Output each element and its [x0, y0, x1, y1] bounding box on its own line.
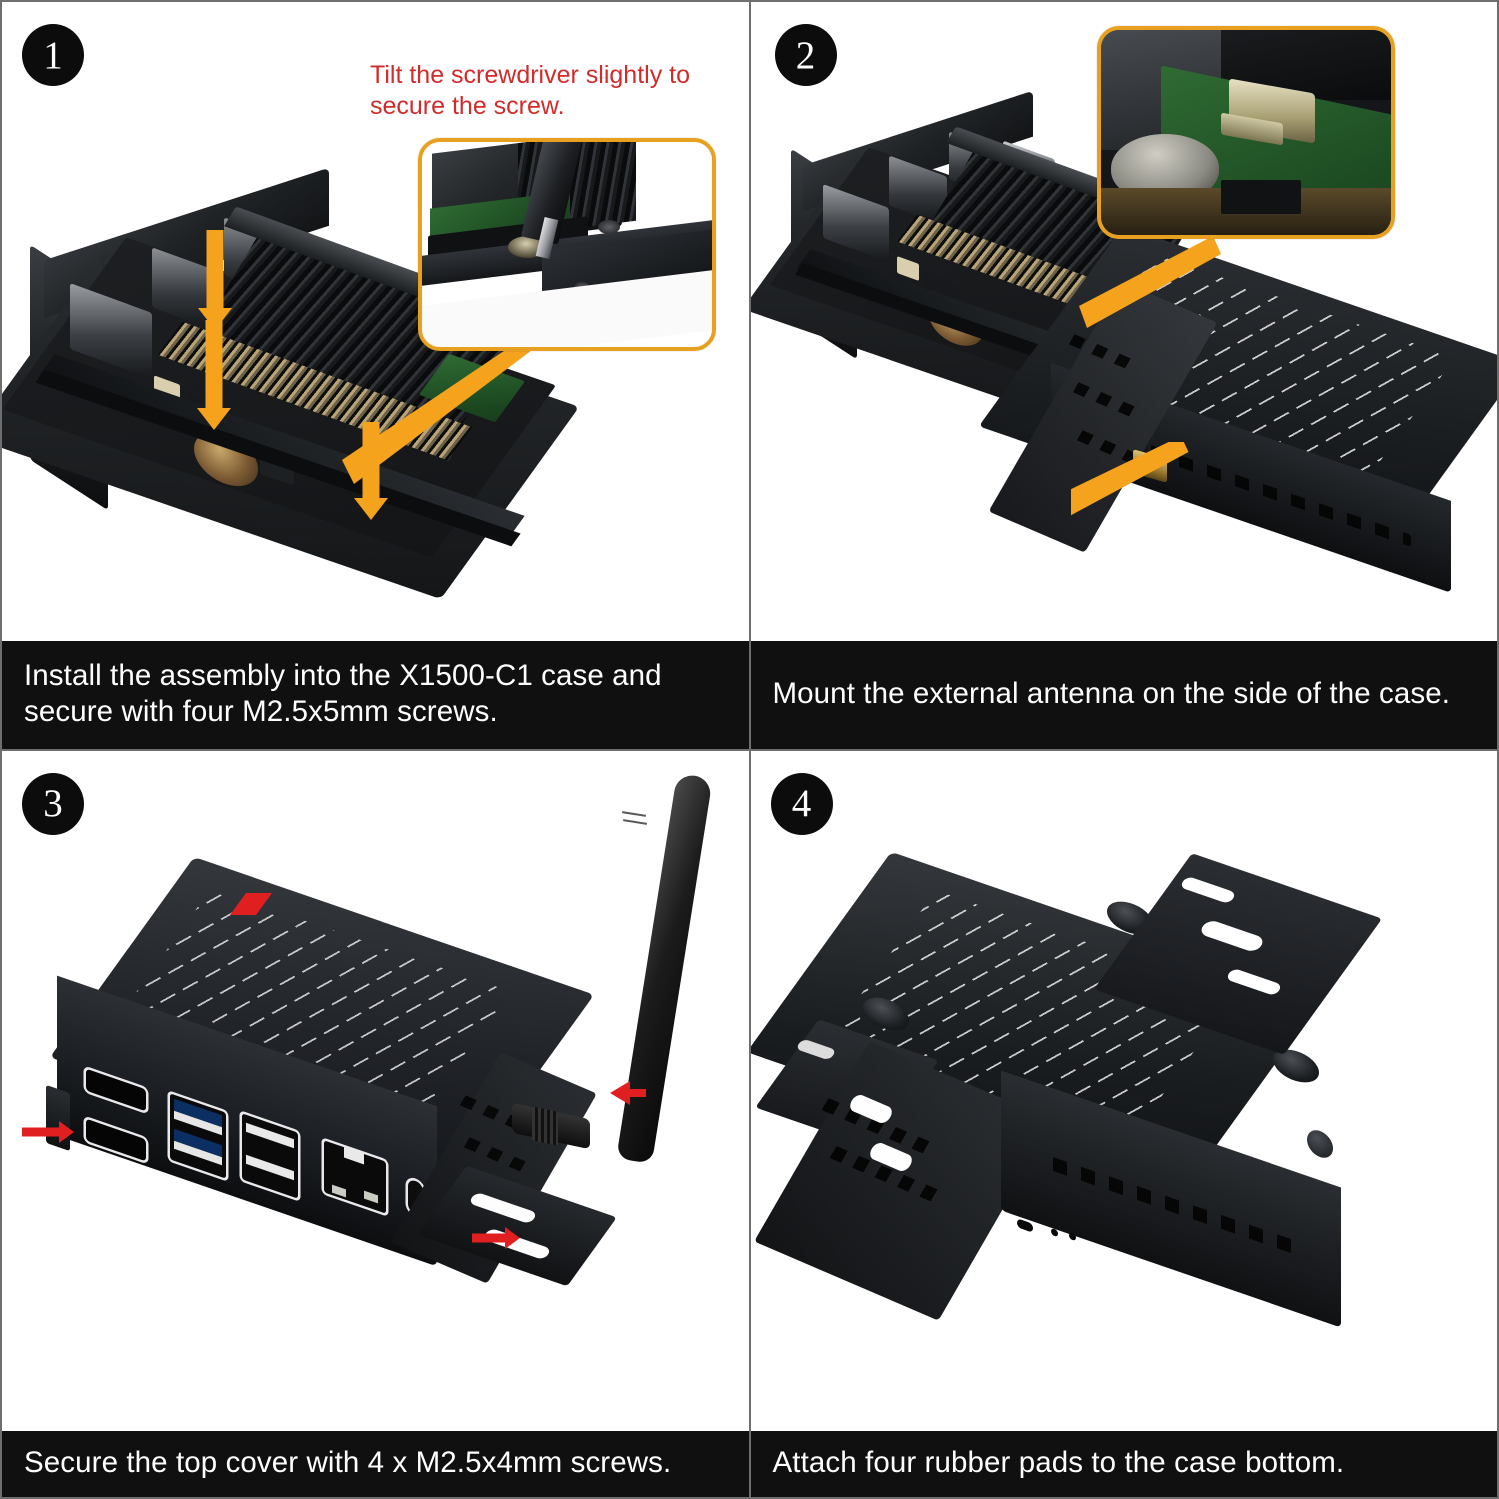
panel-step-1: 1 Tilt the screwdriver slightly to secur…	[0, 0, 750, 750]
inset-pointer-cone-2b	[1035, 436, 1201, 552]
caption-step-2: Mount the external antenna on the side o…	[750, 640, 1497, 749]
caption-text-2: Mount the external antenna on the side o…	[772, 676, 1451, 710]
arrow-cover-screw-left	[22, 1120, 74, 1143]
panel-step-2: 2	[749, 0, 1499, 750]
step-number-badge-1: 1	[22, 24, 84, 86]
caption-step-3: Secure the top cover with 4 x M2.5x4mm s…	[2, 1431, 749, 1497]
caption-text-1: Install the assembly into the X1500-C1 c…	[24, 658, 662, 728]
panel-2-image: 2	[750, 2, 1497, 641]
arrow-screw-hole-1	[198, 230, 232, 330]
caption-text-3: Secure the top cover with 4 x M2.5x4mm s…	[24, 1446, 672, 1480]
step-number-badge-2: 2	[774, 24, 837, 86]
panel-4-image: 4	[750, 751, 1498, 1432]
panel-3-image: 3	[2, 751, 749, 1432]
power-button	[1306, 1126, 1333, 1161]
inset-pointer-cone-1	[332, 332, 552, 492]
screwdriver-tip-note: Tilt the screwdriver slightly to secure …	[370, 61, 690, 120]
panel-step-4: 4	[749, 749, 1499, 1499]
panel-step-3: 3	[0, 749, 750, 1499]
caption-step-1: Install the assembly into the X1500-C1 c…	[2, 640, 749, 749]
inset-ufl-connector-closeup	[1096, 26, 1395, 239]
step-number-badge-4: 4	[770, 772, 833, 835]
step-number-badge-3: 3	[22, 772, 84, 835]
arrow-cover-screw-bottom	[472, 1226, 520, 1249]
inset-pointer-cone-2a	[1073, 228, 1223, 338]
caption-text-4: Attach four rubber pads to the case bott…	[772, 1446, 1345, 1480]
arrow-screw-hole-2	[197, 320, 231, 430]
inset-screwdriver-closeup	[418, 138, 716, 351]
arrow-cover-screw-topleft	[230, 891, 272, 917]
caption-step-4: Attach four rubber pads to the case bott…	[750, 1431, 1497, 1497]
panel-1-image: 1 Tilt the screwdriver slightly to secur…	[2, 2, 749, 641]
arrow-cover-screw-right	[610, 1080, 646, 1107]
